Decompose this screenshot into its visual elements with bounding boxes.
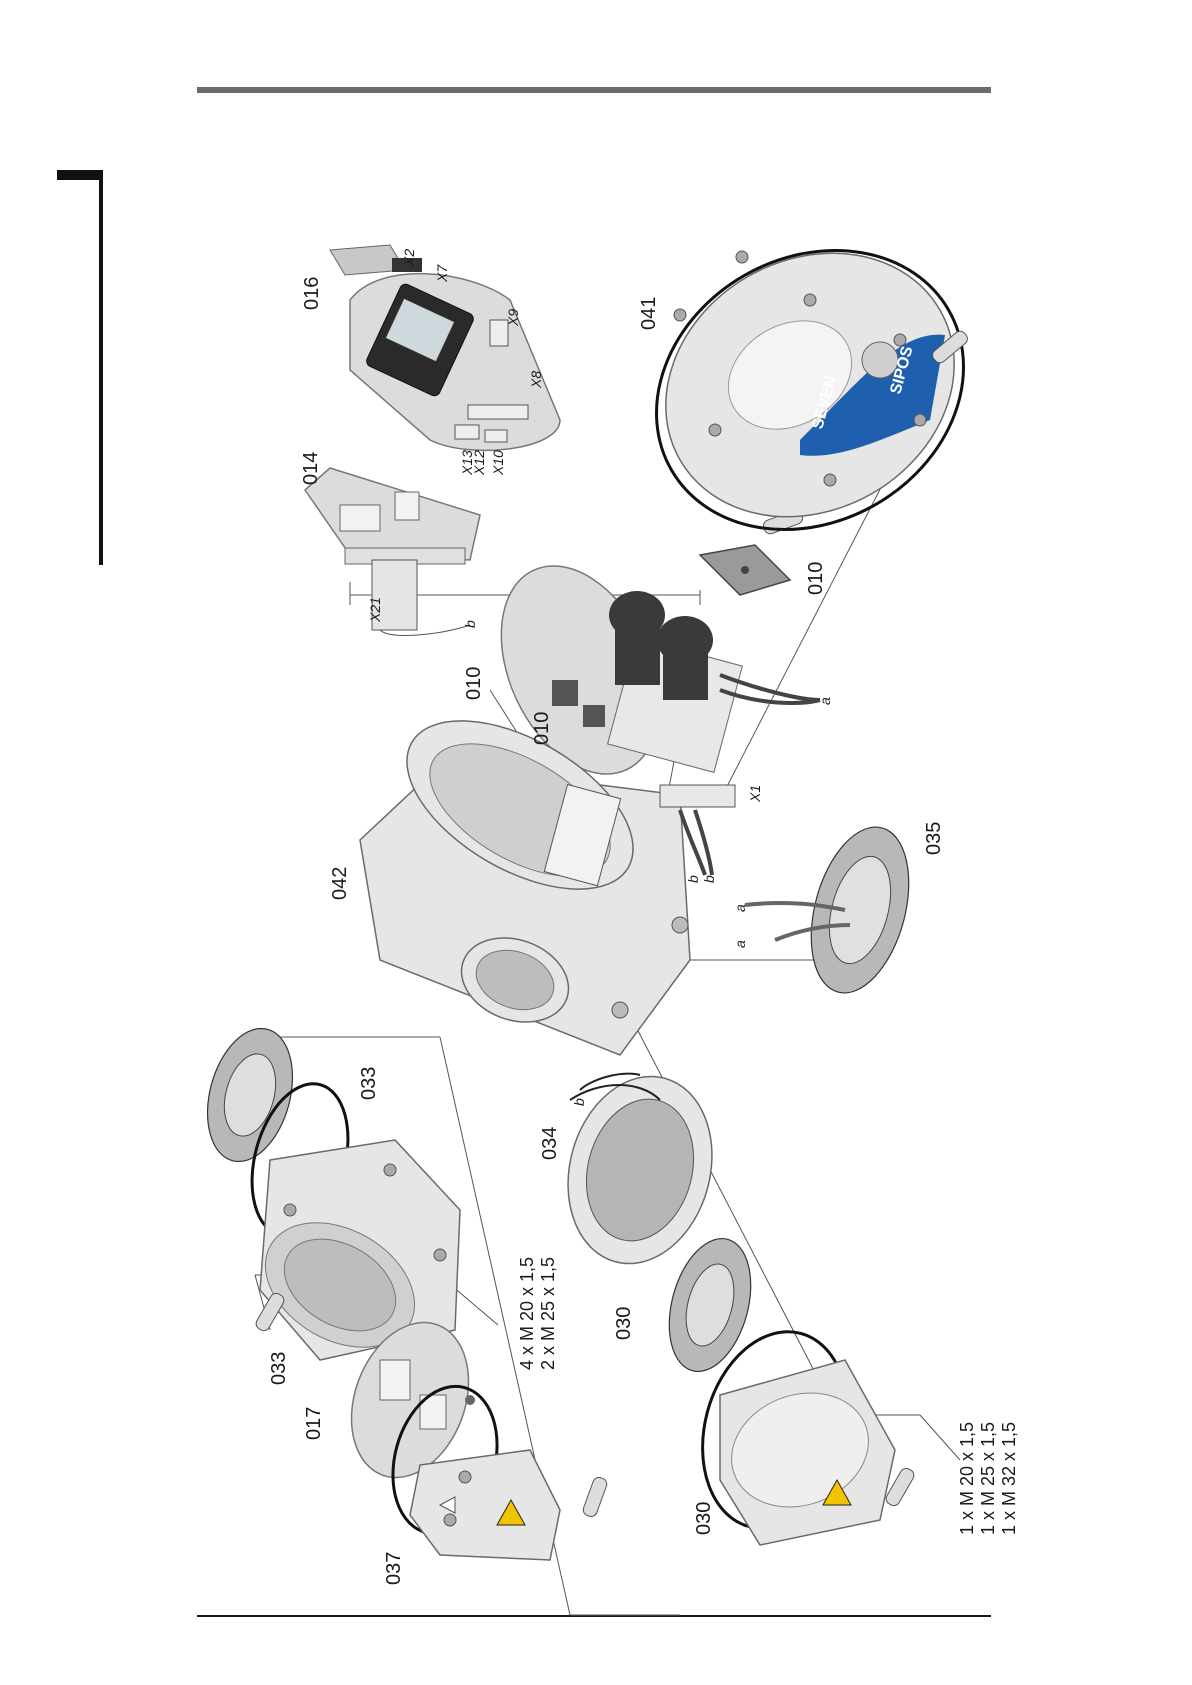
label-033-b: 033 xyxy=(268,1352,290,1385)
label-030-b: 030 xyxy=(693,1502,715,1535)
thread-right-3: 1 x M 32 x 1,5 xyxy=(999,1422,1019,1535)
label-030-a: 030 xyxy=(613,1307,635,1340)
label-037: 037 xyxy=(383,1552,405,1585)
part-035-connector xyxy=(745,816,925,1004)
label-042: 042 xyxy=(329,867,351,900)
label-x10: X10 xyxy=(490,450,506,476)
label-014: 014 xyxy=(300,452,322,485)
thread-right-1: 1 x M 20 x 1,5 xyxy=(957,1422,977,1535)
label-033-a: 033 xyxy=(358,1067,380,1100)
label-wire-b1: b xyxy=(462,620,478,628)
ribbon-x21 xyxy=(372,560,470,635)
label-wire-b2: b xyxy=(685,875,701,883)
label-x1: X1 xyxy=(747,785,763,803)
label-x21: X21 xyxy=(367,597,383,623)
label-wire-a2: a xyxy=(732,904,748,912)
label-010-a: 010 xyxy=(463,667,485,700)
label-010-c: 010 xyxy=(531,712,553,745)
label-x9: X9 xyxy=(505,309,521,327)
part-014-interface-board xyxy=(305,468,480,564)
label-010-b: 010 xyxy=(805,562,827,595)
label-wire-b3: b xyxy=(701,875,717,883)
thread-right-2: 1 x M 25 x 1,5 xyxy=(978,1422,998,1535)
label-035: 035 xyxy=(923,822,945,855)
label-wire-b4: b xyxy=(571,1098,587,1106)
thread-left-1: 4 x M 20 x 1,5 xyxy=(517,1257,537,1370)
part-010-plate xyxy=(700,509,804,595)
part-030-connector xyxy=(656,1229,765,1380)
label-x2: X2 xyxy=(401,249,417,267)
label-034: 034 xyxy=(539,1127,561,1160)
label-wire-a3: a xyxy=(732,940,748,948)
label-x12: X12 xyxy=(471,450,487,476)
label-x8: X8 xyxy=(528,371,544,389)
label-x7: X7 xyxy=(434,264,450,283)
label-017: 017 xyxy=(303,1407,325,1440)
thread-left-2: 2 x M 25 x 1,5 xyxy=(538,1257,558,1370)
label-wire-a1: a xyxy=(817,697,833,705)
label-041: 041 xyxy=(638,297,660,330)
label-016: 016 xyxy=(301,277,323,310)
part-041-cover xyxy=(605,196,1014,585)
